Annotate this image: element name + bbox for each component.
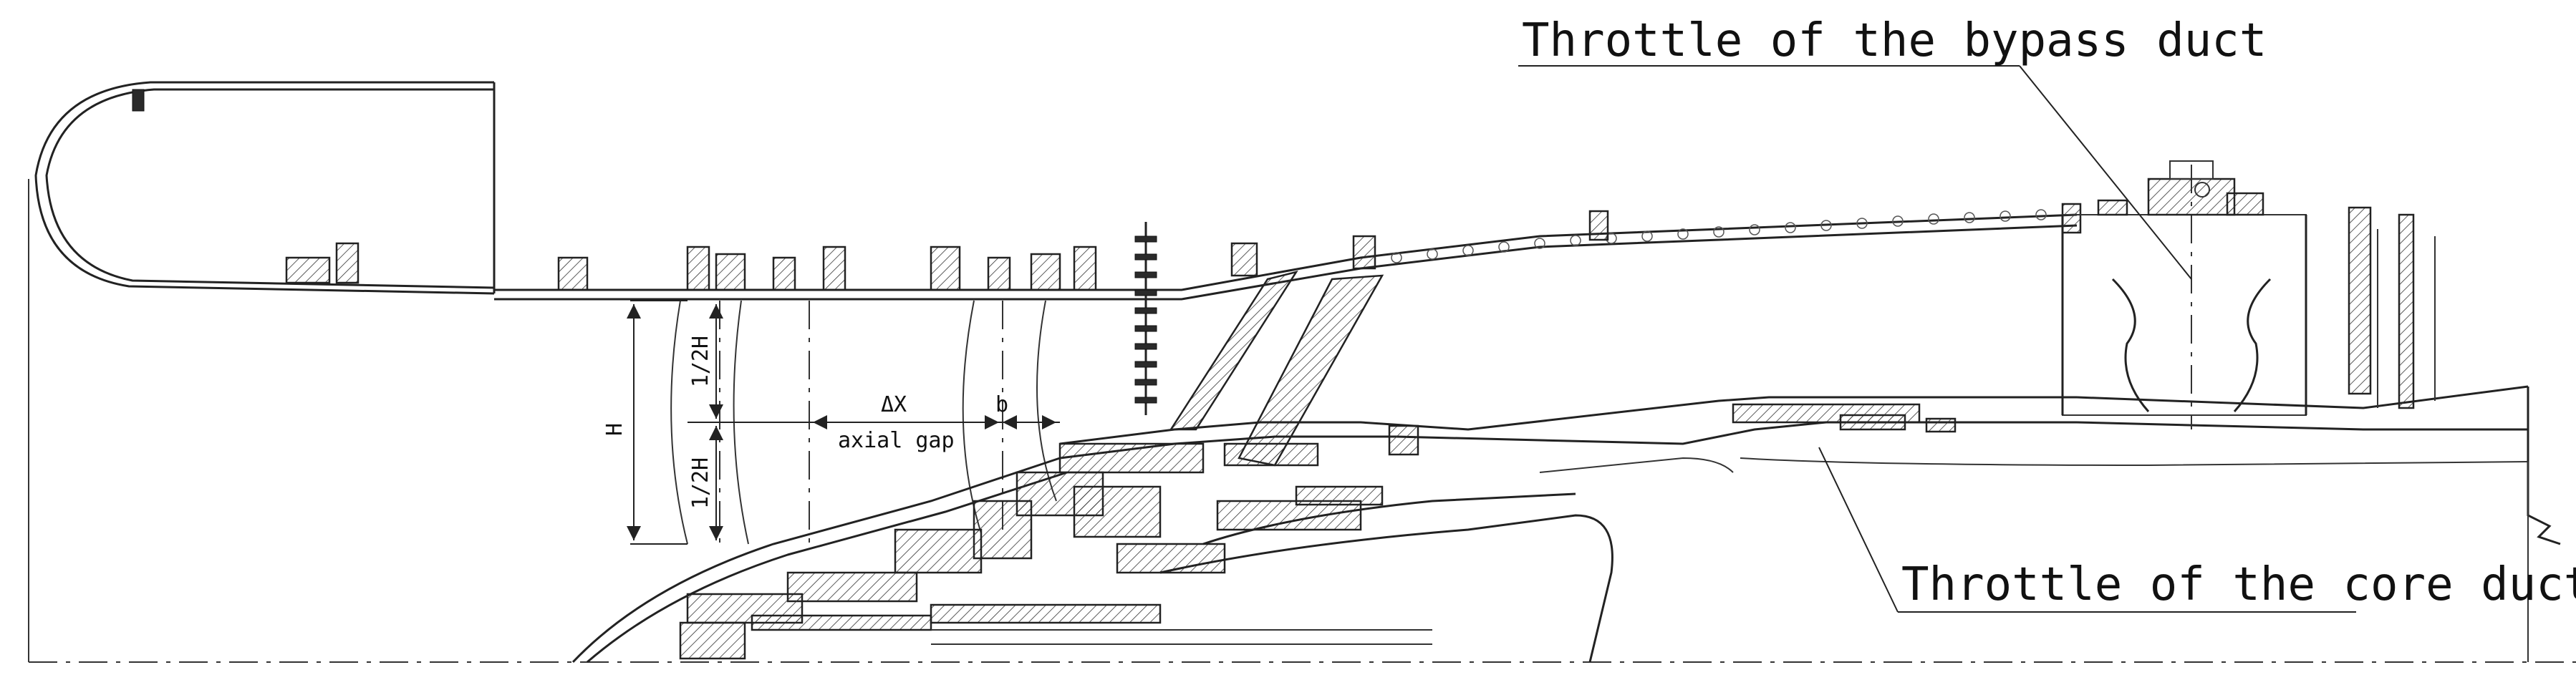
dim-label-delta-x: ΔX bbox=[881, 392, 907, 417]
splitter-comb bbox=[1134, 222, 1157, 415]
nozzle-contour bbox=[1740, 387, 2561, 662]
inlet-nacelle bbox=[28, 81, 496, 662]
bypass-duct-throttle bbox=[2061, 160, 2436, 429]
annotation-core-throttle: Throttle of the core duct bbox=[1901, 558, 2576, 611]
leader-core-throttle bbox=[1818, 447, 2356, 613]
annotation-bypass-throttle: Throttle of the bypass duct bbox=[1522, 14, 2267, 67]
dim-label-h: H bbox=[602, 423, 627, 436]
fan-hub-and-core bbox=[571, 424, 1734, 664]
dim-label-half-h-upper: 1/2H bbox=[688, 336, 713, 387]
dim-label-axial-gap: axial gap bbox=[838, 428, 955, 453]
dim-label-b: b bbox=[995, 392, 1008, 417]
fan-casing bbox=[494, 203, 2082, 301]
dim-label-half-h-lower: 1/2H bbox=[688, 457, 713, 509]
leader-bypass-throttle bbox=[1518, 65, 2192, 280]
